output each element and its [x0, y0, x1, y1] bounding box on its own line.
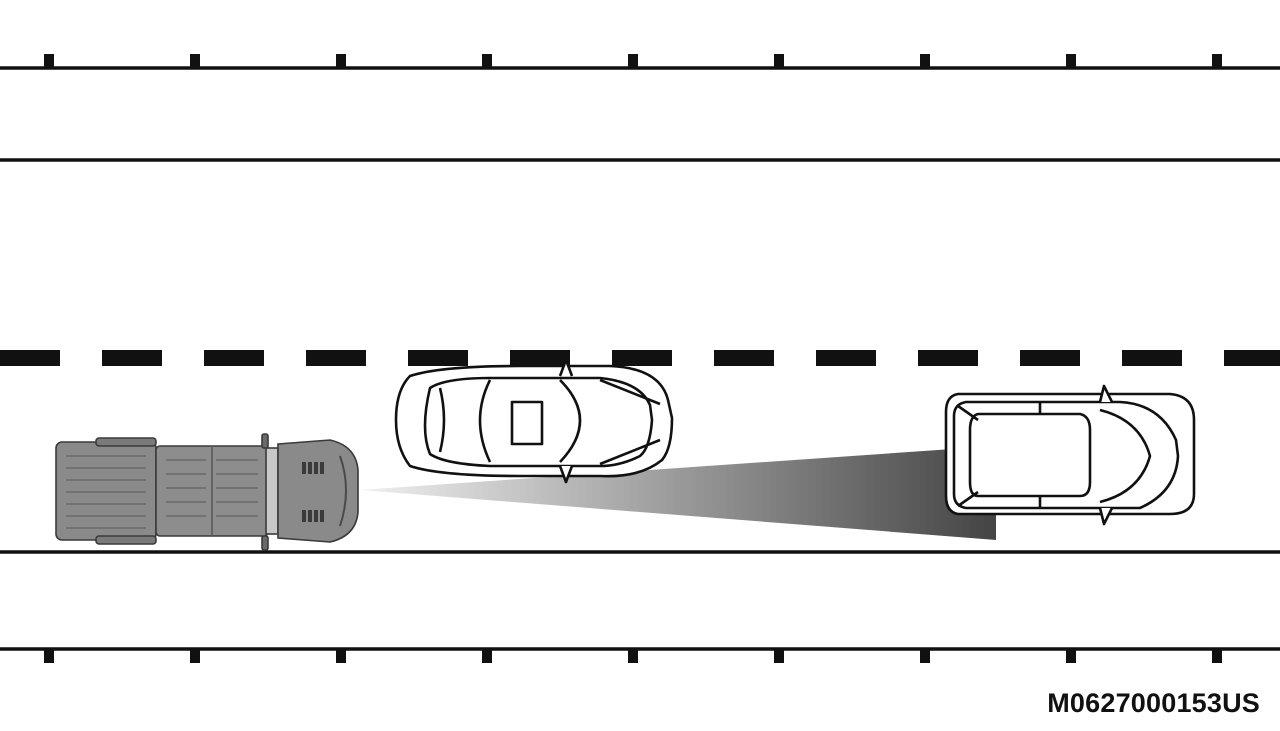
- figure-code-label: M0627000153US: [1047, 688, 1260, 718]
- road-tick-mark: [1066, 54, 1076, 68]
- suv-top-view-icon: [944, 384, 1196, 526]
- sensor-beam: [360, 446, 996, 540]
- road-tick-mark: [774, 649, 784, 663]
- road-tick-mark: [1066, 649, 1076, 663]
- road-tick-mark: [190, 649, 200, 663]
- lane-dash: [0, 350, 60, 366]
- road-tick-mark: [920, 649, 930, 663]
- road-tick-mark: [628, 54, 638, 68]
- road-tick-mark: [1212, 54, 1222, 68]
- lane-dash: [306, 350, 366, 366]
- pickup-truck-top-view-icon: [55, 433, 359, 551]
- lane-dash: [918, 350, 978, 366]
- road-tick-mark: [336, 54, 346, 68]
- lane-dash: [1020, 350, 1080, 366]
- top-road-edge: [0, 54, 1280, 70]
- road-tick-mark: [336, 649, 346, 663]
- road-tick-mark: [774, 54, 784, 68]
- lane-dash: [510, 350, 570, 366]
- lane-dash: [102, 350, 162, 366]
- lane-line-dashed: [0, 350, 1280, 366]
- lane-dash: [612, 350, 672, 366]
- road-tick-mark: [628, 649, 638, 663]
- sedan-top-view-icon: [394, 358, 674, 484]
- lane-dash: [714, 350, 774, 366]
- bottom-road-edge: [0, 647, 1280, 663]
- road-tick-mark: [44, 649, 54, 663]
- road-tick-mark: [1212, 649, 1222, 663]
- road-tick-mark: [44, 54, 54, 68]
- lane-dash: [204, 350, 264, 366]
- lane-dash: [1224, 350, 1280, 366]
- lane-dash: [816, 350, 876, 366]
- lane-dash: [1122, 350, 1182, 366]
- road-tick-mark: [920, 54, 930, 68]
- road-tick-mark: [190, 54, 200, 68]
- road-tick-mark: [482, 54, 492, 68]
- road-tick-mark: [482, 649, 492, 663]
- lane-dash: [408, 350, 468, 366]
